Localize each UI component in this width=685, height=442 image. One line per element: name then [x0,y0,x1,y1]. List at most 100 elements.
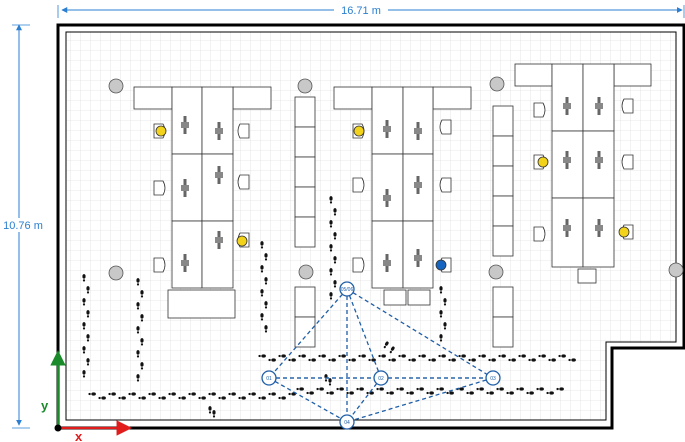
footprint [208,406,212,414]
footprint [538,354,546,358]
footprint [82,274,86,282]
footprint [329,244,333,252]
anchor-a3: 03 [485,370,501,386]
footprint [82,370,86,378]
footprint [443,298,447,306]
footprint [212,410,216,418]
footprint [496,387,504,391]
footprint [329,220,333,228]
anchor-a2: 02 [373,370,389,386]
monitor [595,97,603,115]
footprint [516,387,524,391]
footprint [88,392,96,396]
footprint [264,325,268,333]
footprint [486,391,494,395]
footprint [136,278,140,286]
footprint [408,358,416,362]
footprint [406,391,414,395]
footprint [86,286,90,294]
footprint [86,358,90,366]
footprint [140,290,144,298]
footprint [86,310,90,318]
footprint [218,396,226,400]
height-dimension-label: 10.76 m [3,220,43,232]
footprint [238,396,246,400]
monitor [181,116,189,134]
footprint [526,391,534,395]
monitor [215,231,223,249]
chair [237,123,250,139]
chair [237,174,250,190]
footprint [98,396,106,400]
footprint [298,354,306,358]
chair [621,98,634,114]
anchor-a56: 05/06 [339,281,355,297]
footprint [388,358,396,362]
footprint [446,391,454,395]
monitor [414,176,422,194]
footprint [268,392,276,396]
chair [153,257,166,273]
footprint [278,354,286,358]
footprint [386,391,394,395]
anchor-a4: 04 [339,414,355,430]
footprint [329,196,333,204]
footprint [333,280,337,288]
anchor-label: 04 [344,420,350,426]
footprint [439,334,443,342]
footprint [478,354,486,358]
footprint [318,354,326,358]
footprint [416,387,424,391]
anchor-label: 02 [378,376,384,382]
footprint [86,334,90,342]
monitor [595,219,603,237]
footprint [158,396,166,400]
monitor [383,189,391,207]
footprint [439,286,443,294]
footprint [108,392,116,396]
chair [439,119,452,135]
tag-blue [435,259,447,271]
footprint [358,354,366,358]
monitor [563,219,571,237]
anchor-network [268,288,494,423]
dimension-lines: 16.71 m 10.76 m [0,3,685,429]
anchor-link [346,377,494,423]
footprint-trails [82,196,576,418]
chair [533,226,546,242]
footprint [168,392,176,396]
footprint [398,354,406,358]
footprint [306,391,314,395]
footprint [396,387,404,391]
chair [621,154,634,170]
footprint [148,392,156,396]
tag-yellow [236,235,248,247]
footprint [278,396,286,400]
footprint [328,358,336,362]
footprint [338,354,346,358]
monitor [215,122,223,140]
footprint [426,391,434,395]
footprint [82,322,86,330]
footprint [448,358,456,362]
footprint [348,358,356,362]
footprint [329,292,333,300]
footprint [336,387,344,391]
footprint [136,374,140,382]
anchor-link [346,288,382,379]
footprint [316,387,324,391]
footprint [198,396,206,400]
footprint [258,354,266,358]
footprint [548,358,556,362]
footprint [436,387,444,391]
footprint [333,208,337,216]
footprint [264,277,268,285]
footprint [506,391,514,395]
tag-yellow [155,125,167,137]
footprint [288,358,296,362]
footprint [140,314,144,322]
footprint [268,358,276,362]
footprint [333,232,337,240]
